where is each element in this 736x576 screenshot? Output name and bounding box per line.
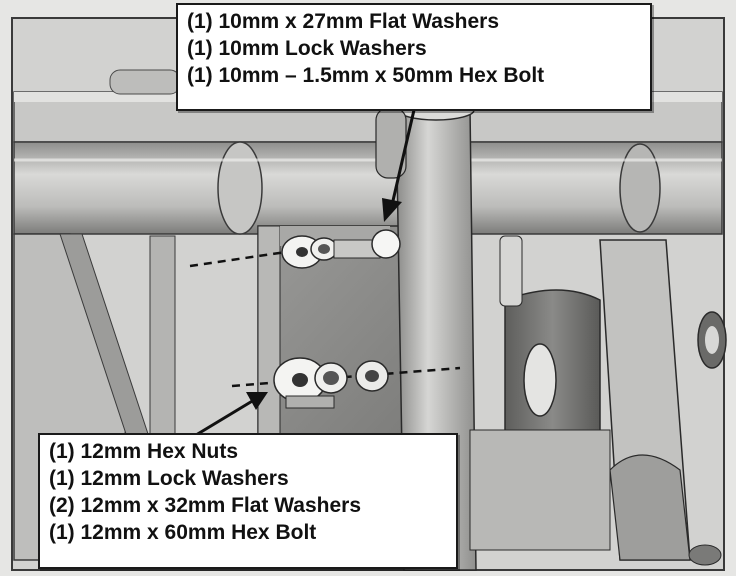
callout-line: (2) 12mm x 32mm Flat Washers [49, 494, 362, 517]
leader-arrows [195, 109, 416, 437]
upper-leader-line [390, 109, 416, 206]
horizontal-tube [13, 141, 723, 235]
lower-flat-washer-2 [285, 395, 335, 409]
lower-leader-line [195, 398, 255, 437]
lower-bolt-hardware-callout: (1) 12mm Hex Nuts (1) 12mm Lock Washers … [38, 433, 458, 569]
lower-leader-arrowhead [246, 392, 268, 410]
lower-lug [469, 235, 611, 551]
callout-line: (1) 10mm – 1.5mm x 50mm Hex Bolt [187, 64, 545, 87]
lower-bolt-hardware [231, 357, 461, 409]
right-bracket [504, 239, 727, 566]
callout-line: (1) 12mm Lock Washers [49, 467, 289, 490]
upper-leader-arrowhead [382, 198, 402, 222]
upper-bolt-hardware [189, 229, 401, 269]
callout-line: (1) 12mm Hex Nuts [49, 440, 239, 463]
upper-bolt-hole [371, 229, 401, 259]
upper-bolt-hardware-callout: (1) 10mm x 27mm Flat Washers (1) 10mm Lo… [176, 3, 652, 111]
callout-line: (1) 12mm x 60mm Hex Bolt [49, 521, 317, 544]
callout-line: (1) 10mm Lock Washers [187, 37, 427, 60]
upper-bolt-centerline [189, 248, 301, 268]
callout-line: (1) 10mm x 27mm Flat Washers [187, 10, 500, 33]
